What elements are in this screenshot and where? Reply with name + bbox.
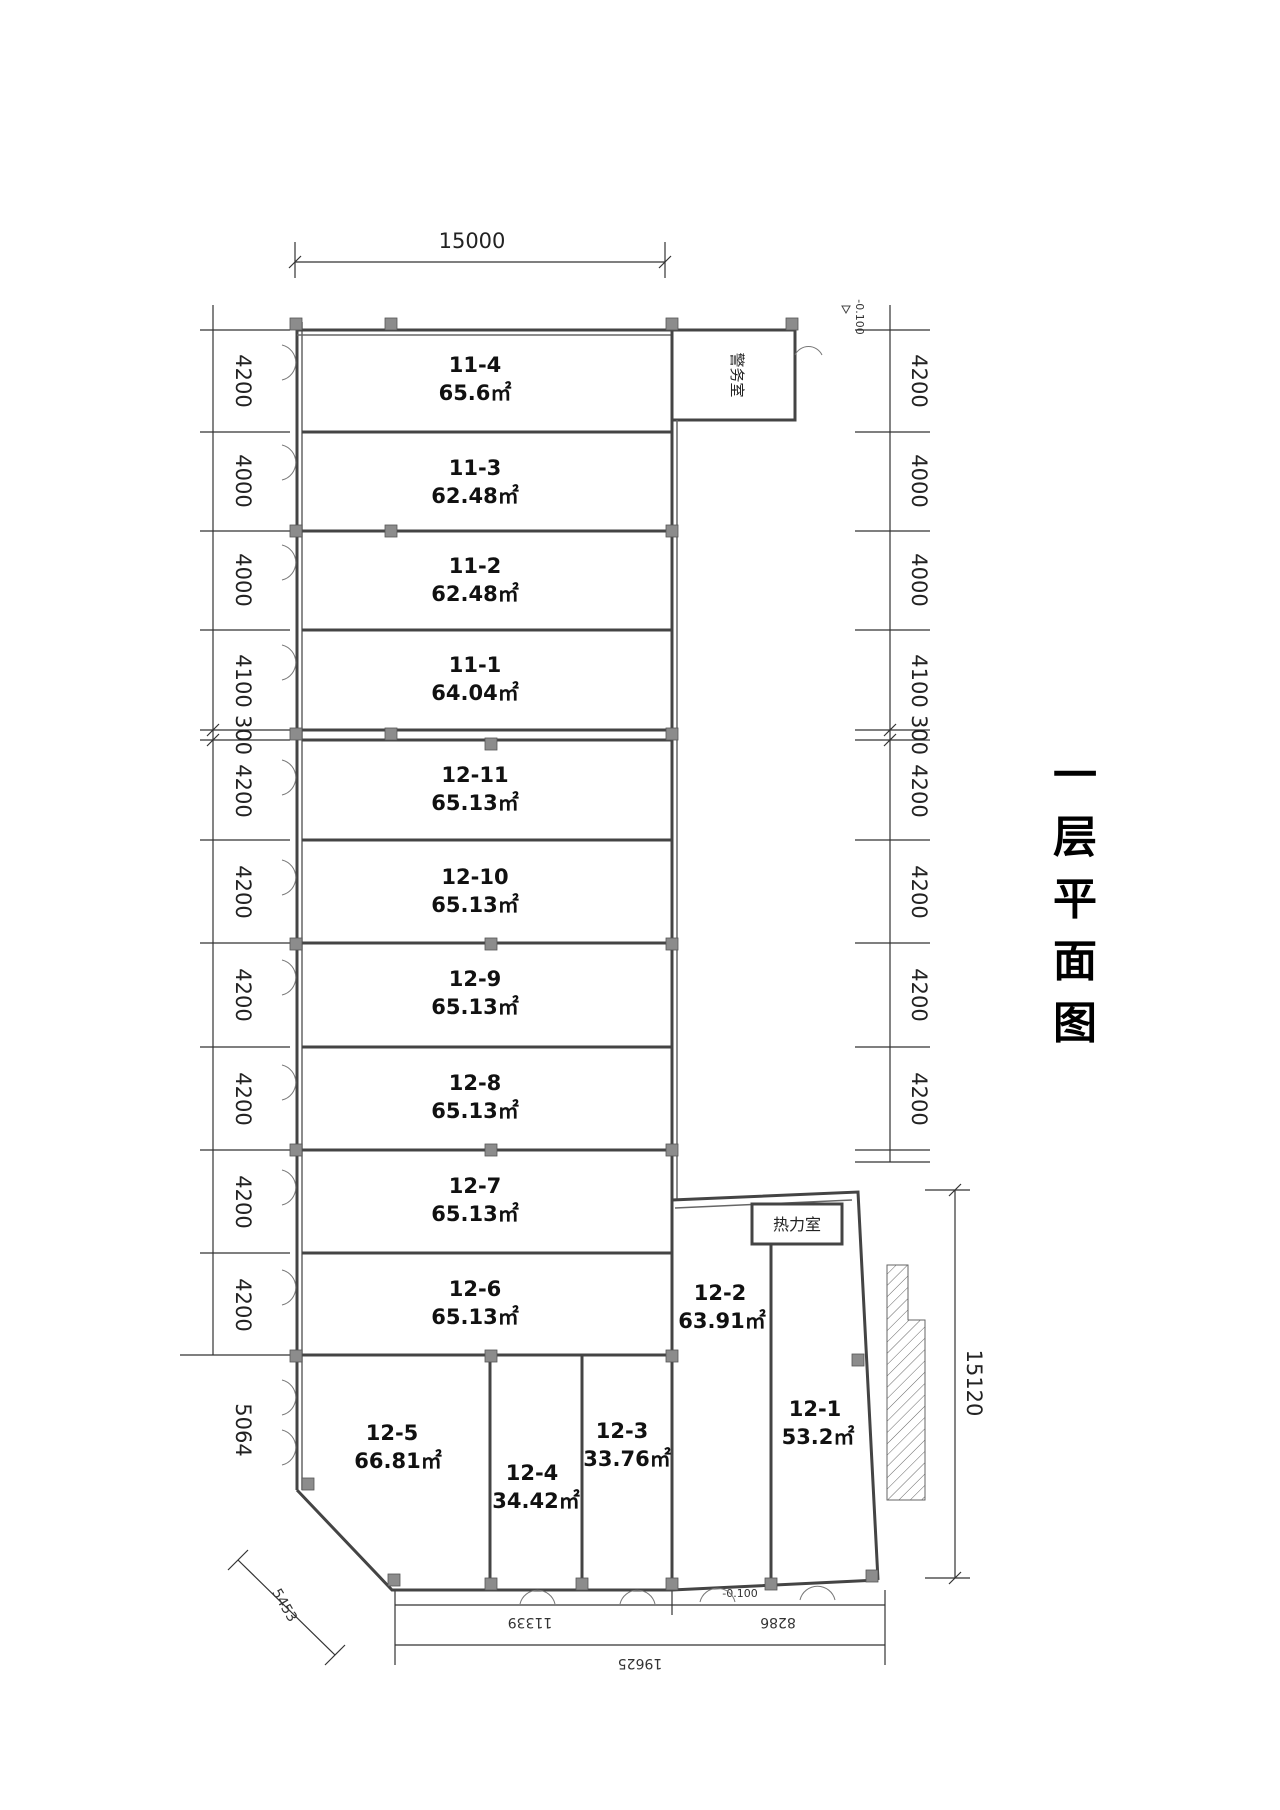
title-char-3: 平 bbox=[1053, 874, 1097, 925]
left-dim-7: 4200 bbox=[231, 865, 255, 918]
left-dim-4: 4100 bbox=[231, 654, 255, 707]
hatched-strip bbox=[886, 1264, 926, 1501]
unit-id: 12-9 bbox=[449, 967, 502, 991]
top-level-mark: -0.100 bbox=[853, 299, 866, 334]
unit-11-4: 11-4 65.6㎡ bbox=[439, 353, 512, 405]
unit-area: 65.13㎡ bbox=[431, 1202, 518, 1226]
left-dim-3: 4000 bbox=[231, 553, 255, 606]
right-dim-7: 4200 bbox=[907, 865, 931, 918]
title-char-5: 图 bbox=[1053, 998, 1097, 1049]
bottom-total-dim: 19625 bbox=[618, 1655, 663, 1671]
right-dim-8: 4200 bbox=[907, 968, 931, 1021]
unit-area: 53.2㎡ bbox=[782, 1425, 855, 1449]
left-dim-2: 4000 bbox=[231, 454, 255, 507]
left-dim-11: 4200 bbox=[231, 1278, 255, 1331]
building-outline bbox=[295, 322, 880, 1592]
left-dim-9: 4200 bbox=[231, 1072, 255, 1125]
right-dim-5: 300 bbox=[907, 715, 931, 755]
left-dim-5: 300 bbox=[231, 715, 255, 755]
unit-12-3: 12-3 33.76㎡ bbox=[583, 1419, 670, 1471]
left-dim-12: 5064 bbox=[231, 1403, 255, 1456]
unit-12-2: 12-2 63.91㎡ bbox=[678, 1281, 765, 1333]
right-dim-9: 4200 bbox=[907, 1072, 931, 1125]
unit-area: 62.48㎡ bbox=[431, 484, 518, 508]
left-dim-1: 4200 bbox=[231, 354, 255, 407]
unit-area: 63.91㎡ bbox=[678, 1309, 765, 1333]
unit-id: 12-11 bbox=[441, 763, 508, 787]
unit-area: 64.04㎡ bbox=[431, 681, 518, 705]
bottom-dimensions: 11339 8286 19625 -0.100 5453 bbox=[227, 1549, 886, 1671]
unit-id: 11-4 bbox=[449, 353, 502, 377]
unit-12-10: 12-10 65.13㎡ bbox=[431, 865, 518, 917]
bottom-right-dim: 8286 bbox=[760, 1614, 796, 1630]
unit-12-5: 12-5 66.81㎡ bbox=[354, 1421, 441, 1473]
unit-id: 12-1 bbox=[789, 1397, 842, 1421]
unit-id: 12-5 bbox=[366, 1421, 419, 1445]
unit-id: 12-7 bbox=[449, 1174, 502, 1198]
unit-12-9: 12-9 65.13㎡ bbox=[431, 967, 518, 1019]
unit-12-8: 12-8 65.13㎡ bbox=[431, 1071, 518, 1123]
unit-area: 66.81㎡ bbox=[354, 1449, 441, 1473]
unit-area: 65.13㎡ bbox=[431, 893, 518, 917]
unit-id: 12-2 bbox=[694, 1281, 747, 1305]
left-dim-6: 4200 bbox=[231, 764, 255, 817]
level-marker-icon bbox=[841, 305, 851, 315]
unit-id: 11-1 bbox=[449, 653, 502, 677]
left-dimension-chain bbox=[180, 305, 290, 1356]
bottom-diagonal-dim: 5453 bbox=[268, 1586, 300, 1625]
unit-area: 65.13㎡ bbox=[431, 995, 518, 1019]
page-title: 一 层 平 面 图 bbox=[1053, 750, 1097, 1049]
right-depth-label: 15120 bbox=[962, 1350, 986, 1417]
title-char-1: 一 bbox=[1053, 750, 1097, 801]
unit-id: 12-3 bbox=[596, 1419, 649, 1443]
unit-area: 65.13㎡ bbox=[431, 791, 518, 815]
heat-room-label: 热力室 bbox=[773, 1215, 821, 1234]
guard-room-label: 警务室 bbox=[728, 352, 746, 397]
west-doors bbox=[281, 344, 836, 1605]
unit-11-1: 11-1 64.04㎡ bbox=[431, 653, 518, 705]
unit-id: 12-8 bbox=[449, 1071, 502, 1095]
right-dimension-labels: 4200 4000 4000 4100 300 4200 4200 4200 4… bbox=[841, 299, 931, 1126]
columns bbox=[289, 317, 879, 1591]
unit-id: 12-4 bbox=[506, 1461, 559, 1485]
unit-id: 12-6 bbox=[449, 1277, 502, 1301]
unit-id: 11-3 bbox=[449, 456, 502, 480]
unit-partitions bbox=[302, 430, 672, 1590]
right-dim-4: 4100 bbox=[907, 654, 931, 707]
unit-area: 65.13㎡ bbox=[431, 1099, 518, 1123]
unit-11-3: 11-3 62.48㎡ bbox=[431, 456, 518, 508]
unit-12-7: 12-7 65.13㎡ bbox=[431, 1174, 518, 1226]
right-dim-3: 4000 bbox=[907, 553, 931, 606]
unit-area: 65.6㎡ bbox=[439, 381, 512, 405]
unit-labels: 11-4 65.6㎡ 11-3 62.48㎡ 11-2 62.48㎡ 11-1 … bbox=[354, 353, 854, 1513]
unit-id: 11-2 bbox=[449, 554, 502, 578]
top-dimension: 15000 bbox=[288, 229, 672, 278]
left-dim-10: 4200 bbox=[231, 1175, 255, 1228]
title-char-2: 层 bbox=[1053, 812, 1097, 863]
title-char-4: 面 bbox=[1053, 936, 1097, 987]
unit-area: 62.48㎡ bbox=[431, 582, 518, 606]
unit-area: 65.13㎡ bbox=[431, 1305, 518, 1329]
heat-room-box bbox=[750, 1202, 844, 1246]
bottom-level-mark: -0.100 bbox=[722, 1587, 757, 1600]
right-dimension-chain bbox=[855, 305, 930, 1163]
right-dim-6: 4200 bbox=[907, 764, 931, 817]
top-width-label: 15000 bbox=[439, 229, 506, 253]
unit-11-2: 11-2 62.48㎡ bbox=[431, 554, 518, 606]
unit-12-4: 12-4 34.42㎡ bbox=[492, 1461, 579, 1513]
unit-area: 34.42㎡ bbox=[492, 1489, 579, 1513]
bottom-left-dim: 11339 bbox=[508, 1614, 553, 1630]
unit-12-6: 12-6 65.13㎡ bbox=[431, 1277, 518, 1329]
unit-12-11: 12-11 65.13㎡ bbox=[431, 763, 518, 815]
right-lower-dimension: 15120 bbox=[925, 1183, 986, 1585]
unit-area: 33.76㎡ bbox=[583, 1447, 670, 1471]
right-dim-2: 4000 bbox=[907, 454, 931, 507]
left-dimension-labels: 4200 4000 4000 4100 300 4200 4200 4200 4… bbox=[231, 354, 255, 1456]
unit-12-1: 12-1 53.2㎡ bbox=[782, 1397, 855, 1449]
unit-id: 12-10 bbox=[441, 865, 508, 889]
left-dim-8: 4200 bbox=[231, 968, 255, 1021]
right-dim-1: 4200 bbox=[907, 354, 931, 407]
